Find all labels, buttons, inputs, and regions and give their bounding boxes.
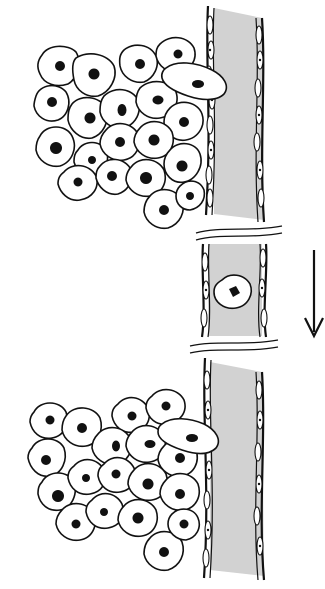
bottom-blood-vessel [203,358,264,580]
top-panel [34,6,264,228]
bottom-tumor-cluster [28,390,199,571]
down-arrow-icon [305,250,323,336]
bottom-panel [28,358,264,580]
middle-panel [190,226,282,353]
vessel-break-top [196,226,282,240]
top-blood-vessel [206,6,264,222]
vessel-break-bottom [190,340,278,353]
